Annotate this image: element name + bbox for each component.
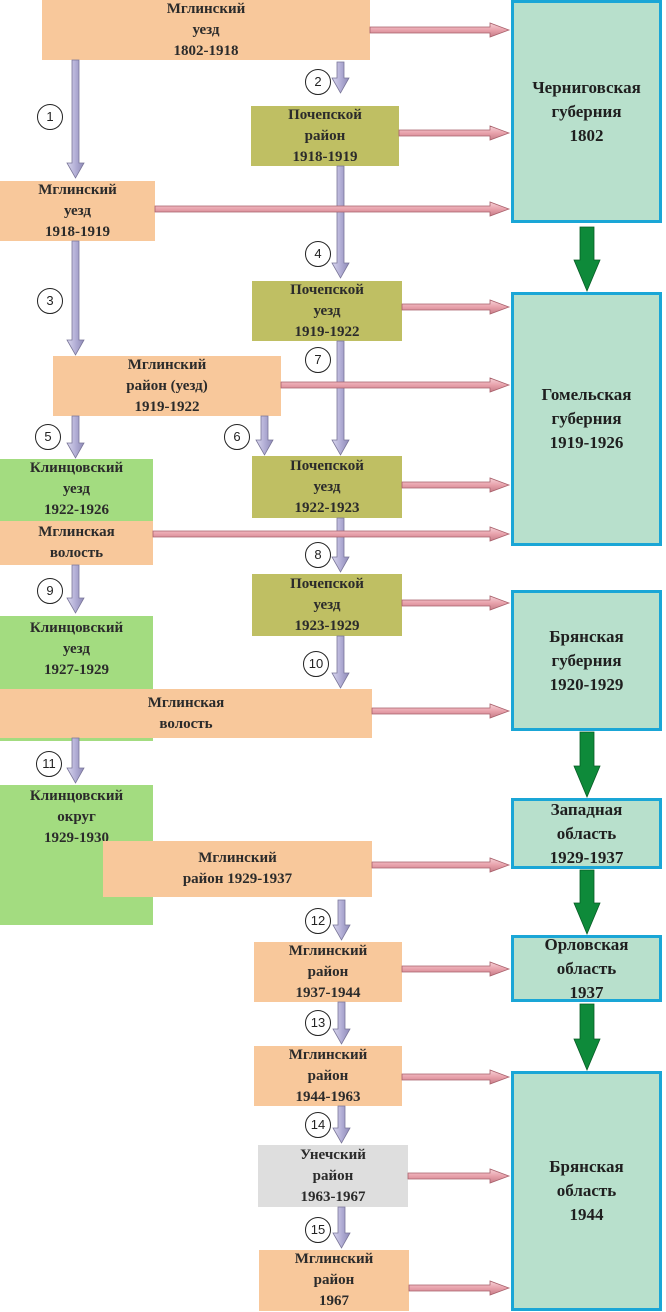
- region-bryansk-guberniya: Брянская губерния 1920-1929: [511, 590, 662, 731]
- arrow-down-1: [66, 59, 85, 179]
- unit-pochep-uezd-1923: Почепской уезд 1923-1929: [252, 574, 402, 636]
- arrow-right-11: [401, 961, 511, 977]
- arrow-down-7: [331, 340, 350, 456]
- step-number: 14: [305, 1112, 331, 1138]
- unit-pochep-raion-1918: Почепской район 1918-1919: [251, 106, 399, 166]
- unit-klintsy-uezd-1922: Клинцовский уезд 1922-1926: [0, 459, 153, 524]
- step-number: 9: [37, 578, 63, 604]
- step-number: 6: [224, 424, 250, 450]
- arrow-down-12: [332, 899, 351, 941]
- region-bryansk-oblast: Брянская область 1944: [511, 1071, 662, 1311]
- step-number: 12: [305, 908, 331, 934]
- step-number: 10: [303, 651, 329, 677]
- arrow-region-2: [573, 731, 601, 799]
- step-number: 2: [305, 69, 331, 95]
- unit-mglin-raion-1944: Мглинский район 1944-1963: [254, 1046, 402, 1106]
- arrow-right-5: [280, 377, 511, 393]
- arrow-right-9: [371, 703, 511, 719]
- region-orlovskaya: Орловская область 1937: [511, 935, 662, 1002]
- arrow-right-10: [371, 857, 511, 873]
- step-number: 3: [37, 288, 63, 314]
- arrow-region-4: [573, 1003, 601, 1072]
- region-gomel: Гомельская губерния 1919-1926: [511, 292, 662, 546]
- step-number: 5: [35, 424, 61, 450]
- unit-mglin-volost-2: Мглинская волость: [0, 689, 372, 738]
- unit-unecha-raion: Унечский район 1963-1967: [258, 1145, 408, 1207]
- region-zapadnaya: Западная область 1929-1937: [511, 798, 662, 869]
- arrow-right-13: [407, 1168, 511, 1184]
- unit-mglin-uezd-1802: Мглинский уезд 1802-1918: [42, 0, 370, 60]
- arrow-right-14: [408, 1280, 511, 1296]
- unit-mglin-raion-1967: Мглинский район 1967: [259, 1250, 409, 1311]
- step-number: 11: [36, 751, 62, 777]
- arrow-down-8: [331, 517, 350, 573]
- arrow-right-7: [152, 526, 511, 542]
- step-number: 15: [305, 1217, 331, 1243]
- step-number: 7: [305, 347, 331, 373]
- arrow-right-1: [369, 22, 511, 38]
- unit-pochep-uezd-1919: Почепской уезд 1919-1922: [252, 281, 402, 341]
- arrow-right-6: [401, 477, 511, 493]
- unit-mglin-uezd-1918: Мглинский уезд 1918-1919: [0, 181, 155, 241]
- arrow-down-6: [255, 415, 274, 456]
- step-number: 1: [37, 104, 63, 130]
- arrow-region-3: [573, 869, 601, 936]
- unit-mglin-raion-1919: Мглинский район (уезд) 1919-1922: [53, 356, 281, 416]
- region-chernigov: Черниговская губерния 1802: [511, 0, 662, 223]
- arrow-right-4: [401, 299, 511, 315]
- arrow-down-4: [331, 165, 350, 279]
- arrow-down-3: [66, 240, 85, 356]
- arrow-down-5: [66, 415, 85, 459]
- arrow-down-10: [331, 635, 350, 689]
- unit-pochep-uezd-1922: Почепской уезд 1922-1923: [252, 456, 402, 518]
- unit-mglin-volost-1: Мглинская волость: [0, 521, 153, 565]
- step-number: 4: [305, 241, 331, 267]
- arrow-down-11: [66, 737, 85, 784]
- arrow-right-12: [401, 1069, 511, 1085]
- step-number: 8: [305, 542, 331, 568]
- arrow-right-3: [154, 201, 511, 217]
- arrow-right-2: [398, 125, 511, 141]
- unit-mglin-raion-1937: Мглинский район 1937-1944: [254, 942, 402, 1002]
- arrow-down-9: [66, 564, 85, 614]
- step-number: 13: [305, 1010, 331, 1036]
- arrow-down-14: [332, 1105, 351, 1144]
- arrow-right-8: [401, 595, 511, 611]
- unit-mglin-raion-1929: Мглинский район 1929-1937: [103, 841, 372, 897]
- arrow-down-2: [331, 61, 350, 94]
- arrow-down-15: [332, 1206, 351, 1249]
- arrow-down-13: [332, 1001, 351, 1045]
- arrow-region-1: [573, 226, 601, 293]
